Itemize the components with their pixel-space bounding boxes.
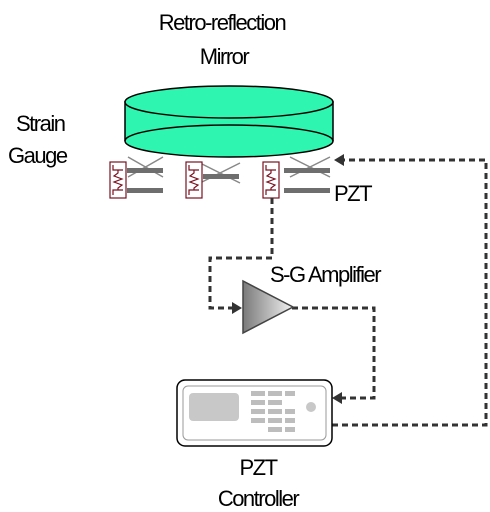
controller-label-line1: PZT — [239, 455, 277, 480]
controller-knob — [306, 402, 316, 412]
pzt-controller — [176, 379, 333, 447]
wire-gauge-to-amplifier — [208, 198, 274, 310]
signal-wires — [208, 158, 488, 427]
controller-display — [189, 393, 239, 421]
arrow-into-pzt — [334, 154, 344, 166]
mirror-label-line2: Mirror — [200, 44, 250, 69]
pzt-stacks — [127, 168, 330, 193]
sg-amplifier — [242, 279, 295, 335]
strain-gauge-label-line1: Strain — [16, 111, 65, 136]
controller-keypad — [251, 391, 295, 432]
arrow-into-controller — [332, 392, 342, 404]
pzt-label: PZT — [334, 181, 372, 206]
strain-gauges — [109, 161, 280, 199]
wire-arrows — [232, 154, 344, 404]
controller-label-line2: Controller — [218, 486, 300, 511]
flexure-mounts — [127, 156, 331, 184]
strain-gauge-1 — [109, 161, 127, 199]
arrow-into-amplifier — [232, 302, 242, 314]
strain-gauge-3 — [262, 161, 280, 199]
strain-gauge-label-line2: Gauge — [8, 143, 68, 168]
wire-amplifier-to-controller — [292, 306, 376, 400]
mirror-label-line1: Retro-reflection — [159, 10, 286, 35]
amplifier-label: S-G Amplifier — [270, 262, 381, 287]
wire-controller-to-pzt — [332, 158, 488, 427]
strain-gauge-2 — [185, 161, 203, 199]
retro-reflection-mirror — [124, 85, 334, 158]
